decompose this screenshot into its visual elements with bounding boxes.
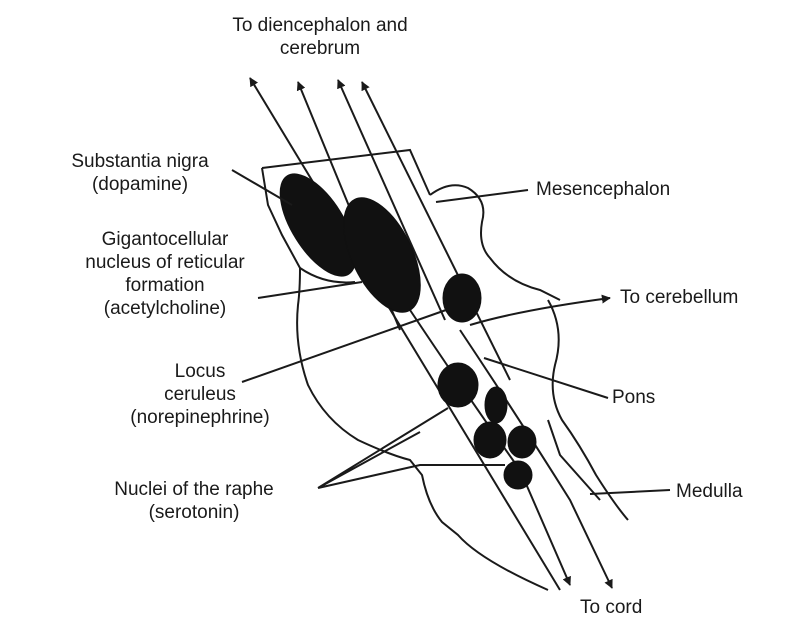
label-to-cord: To cord bbox=[580, 596, 642, 619]
raphe-nucleus-2 bbox=[485, 387, 507, 423]
leader-mesencephalon bbox=[436, 190, 528, 202]
label-locus-ceruleus: Locus ceruleus (norepinephrine) bbox=[110, 360, 290, 429]
label-to-cerebellum: To cerebellum bbox=[620, 286, 738, 309]
label-medulla: Medulla bbox=[676, 480, 743, 503]
label-top-line-2: cerebrum bbox=[170, 37, 470, 60]
raphe-nucleus-4 bbox=[508, 426, 536, 458]
cerebellum-arrow bbox=[470, 298, 610, 325]
label-giganto-line-3: formation bbox=[60, 274, 270, 297]
label-giganto-line-2: nucleus of reticular bbox=[60, 251, 270, 274]
locus-ceruleus-nucleus bbox=[443, 274, 481, 322]
label-giganto-line-1: Gigantocellular bbox=[60, 228, 270, 251]
label-raphe-line-2: (serotonin) bbox=[68, 501, 320, 524]
label-giganto-line-4: (acetylcholine) bbox=[60, 297, 270, 320]
label-raphe: Nuclei of the raphe (serotonin) bbox=[68, 478, 320, 524]
label-top: To diencephalon and cerebrum bbox=[170, 14, 470, 60]
label-mesencephalon: Mesencephalon bbox=[536, 178, 670, 201]
label-substantia-nigra: Substantia nigra (dopamine) bbox=[40, 150, 240, 196]
label-locus-line-1: Locus bbox=[110, 360, 290, 383]
label-locus-line-3: (norepinephrine) bbox=[110, 406, 290, 429]
raphe-nucleus-3 bbox=[474, 422, 506, 458]
label-substantia-line-1: Substantia nigra bbox=[40, 150, 240, 173]
label-top-line-1: To diencephalon and bbox=[170, 14, 470, 37]
label-substantia-line-2: (dopamine) bbox=[40, 173, 240, 196]
medulla-edge bbox=[548, 420, 600, 500]
label-pons: Pons bbox=[612, 386, 655, 409]
leader-giganto bbox=[258, 282, 362, 298]
leader-medulla bbox=[590, 490, 670, 494]
label-locus-line-2: ceruleus bbox=[110, 383, 290, 406]
raphe-nucleus-5 bbox=[504, 461, 532, 489]
label-gigantocellular: Gigantocellular nucleus of reticular for… bbox=[60, 228, 270, 320]
raphe-nucleus-1 bbox=[438, 363, 478, 407]
label-raphe-line-1: Nuclei of the raphe bbox=[68, 478, 320, 501]
